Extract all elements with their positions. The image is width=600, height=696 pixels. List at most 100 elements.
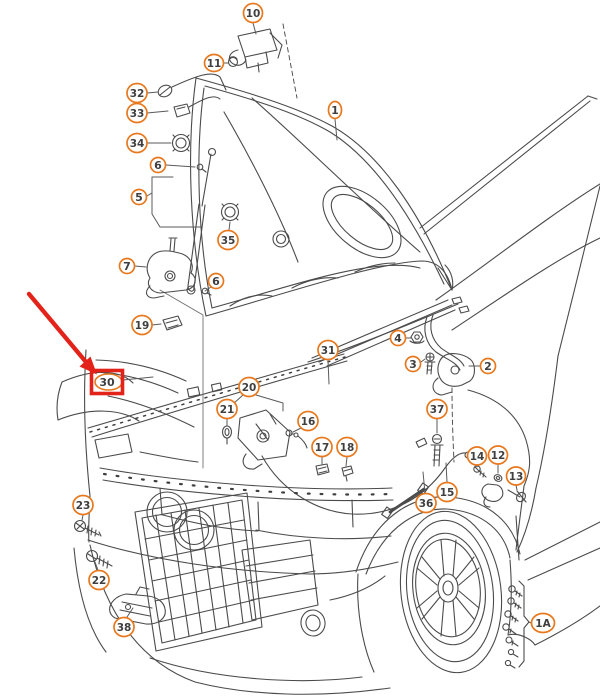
bolt-37-part (430, 433, 444, 467)
callout-number: 6 (212, 275, 220, 288)
callout-number: 31 (321, 345, 336, 357)
highlighted-callout-30[interactable]: 30 (26, 291, 154, 396)
lock-support-bracket-part (109, 586, 166, 625)
highlight-layer: 30 (26, 291, 154, 396)
highlighted-number: 30 (99, 376, 115, 389)
callout-1[interactable]: 1 (327, 100, 343, 141)
callout-number: 33 (130, 108, 145, 120)
screw-14-part (473, 465, 487, 478)
callout-10[interactable]: 10 (242, 2, 264, 35)
callout-3[interactable]: 3 (404, 355, 426, 373)
hood-panel (190, 23, 454, 317)
hood-latch-striker-part (228, 28, 283, 73)
callout-16[interactable]: 16 (292, 410, 319, 433)
nut-4-part (409, 331, 425, 344)
front-wheel (355, 496, 536, 674)
clip-17-part (315, 463, 330, 476)
rubber-buffer-32-part (157, 73, 227, 98)
callout-number: 2 (484, 360, 492, 373)
callout-35[interactable]: 35 (217, 221, 239, 251)
callout-32[interactable]: 32 (126, 82, 159, 104)
callout-number: 35 (221, 235, 236, 247)
callout-20[interactable]: 20 (232, 376, 284, 416)
callout-number: 3 (409, 358, 417, 371)
callout-number: 11 (207, 58, 222, 70)
callout-number: 19 (135, 320, 150, 332)
release-handle-part (481, 483, 527, 508)
ball-stud-upper-part (196, 163, 207, 173)
callout-number: 5 (135, 191, 143, 204)
body-side (467, 185, 600, 646)
callout-number: 18 (340, 442, 355, 454)
callout-number: 37 (430, 404, 445, 416)
hood-lock-part (237, 409, 291, 470)
clip-19-part (162, 315, 183, 331)
highlight-arrow-head (79, 356, 97, 375)
callout-number: 7 (123, 260, 131, 273)
callout-5[interactable]: 5 (130, 176, 203, 228)
callout-number: 23 (76, 500, 91, 512)
front-grille (134, 491, 263, 652)
callout-number: 1 (331, 104, 339, 117)
callout-37[interactable]: 37 (426, 398, 448, 434)
callout-23[interactable]: 23 (72, 494, 94, 521)
callout-number: 34 (130, 138, 145, 150)
cable-end-16-part (285, 429, 308, 449)
callout-number: 15 (440, 487, 455, 499)
clip-18-part (341, 465, 354, 482)
callout-4[interactable]: 4 (389, 329, 412, 347)
fastener-kit-part (502, 580, 530, 669)
grommet-35-part (220, 202, 240, 222)
hood-hinge-left-part (145, 237, 196, 299)
engine-bay (56, 289, 455, 543)
callout-2[interactable]: 2 (468, 357, 497, 375)
callout-number: 36 (419, 498, 434, 510)
callout-number: 4 (394, 332, 402, 345)
callout-number: 32 (130, 88, 145, 100)
callout-7[interactable]: 7 (118, 257, 147, 275)
callout-number: 22 (92, 575, 107, 587)
callout-17[interactable]: 17 (311, 436, 333, 466)
callout-13[interactable]: 13 (505, 466, 527, 491)
windshield-pillars (307, 95, 600, 367)
callout-number: 17 (315, 442, 330, 454)
latch-buffer-part (227, 56, 239, 68)
callout-number: 16 (301, 416, 316, 428)
audi-rings (146, 491, 215, 551)
callout-31[interactable]: 31 (317, 339, 339, 385)
callout-34[interactable]: 34 (126, 132, 172, 154)
grommet-12-part (493, 474, 503, 482)
callout-38[interactable]: 38 (113, 607, 135, 638)
callout-number: 1A (535, 618, 551, 630)
callout-6[interactable]: 6 (149, 156, 196, 174)
callout-22[interactable]: 22 (88, 561, 110, 591)
callout-15[interactable]: 15 (436, 462, 458, 503)
callout-6[interactable]: 6 (204, 272, 225, 292)
callout-11[interactable]: 11 (203, 53, 229, 73)
callout-21[interactable]: 21 (216, 398, 238, 427)
part-glyphs (73, 28, 530, 669)
rubber-buffer-33-part (173, 96, 221, 118)
screw-23-part (73, 519, 102, 537)
car-body-art (56, 23, 600, 695)
callout-number: 20 (242, 382, 257, 394)
callout-18[interactable]: 18 (336, 436, 358, 467)
callout-number: 21 (220, 404, 235, 416)
callout-19[interactable]: 19 (131, 314, 162, 336)
callout-12[interactable]: 12 (487, 445, 509, 474)
highlight-box (89, 368, 125, 396)
callout-number: 38 (117, 622, 132, 634)
callout-number: 12 (491, 450, 506, 462)
callout-1A[interactable]: 1A (528, 612, 556, 634)
callout-36[interactable]: 36 (415, 471, 437, 514)
callout-number: 14 (470, 451, 485, 463)
callout-14[interactable]: 14 (466, 446, 488, 468)
hood-hinge-right-part (424, 296, 476, 396)
callout-33[interactable]: 33 (126, 102, 169, 124)
grommet-34-part (171, 133, 191, 153)
callout-number: 10 (246, 8, 261, 20)
callout-number: 13 (509, 471, 524, 483)
screw-22-part (85, 549, 113, 569)
